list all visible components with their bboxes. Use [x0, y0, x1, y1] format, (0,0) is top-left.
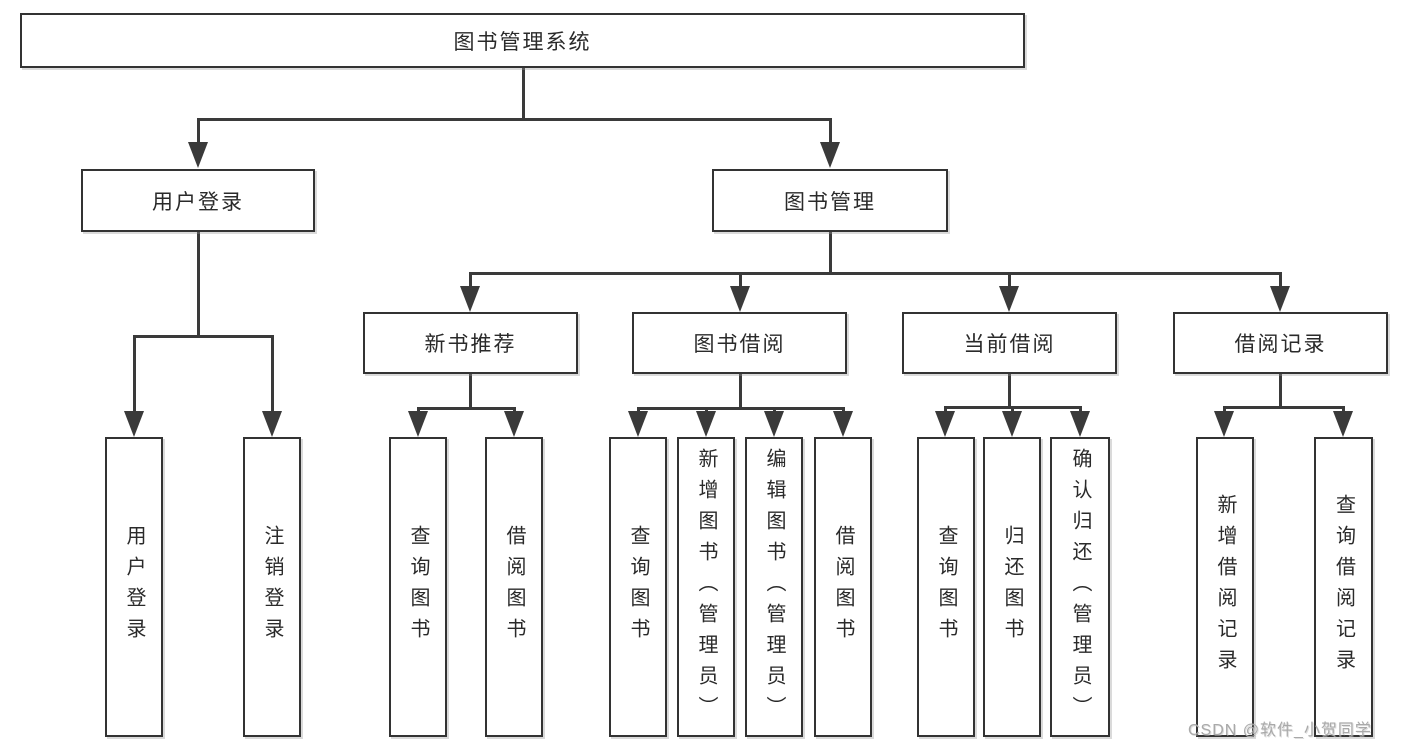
connector-recommend-rail — [417, 407, 516, 410]
node-user-login: 用户登录 — [81, 169, 315, 232]
arrow-down-icon — [764, 411, 784, 437]
arrow-down-icon — [262, 411, 282, 437]
leaf-records-query-record: 查询借阅记录 — [1314, 437, 1373, 737]
csdn-watermark: CSDN @软件_小贺同学 — [1188, 722, 1372, 739]
connector-drop-level3 — [739, 272, 742, 290]
connector-user-login-stem — [197, 232, 200, 337]
node-book-management: 图书管理 — [712, 169, 948, 232]
connector-recommend-stem — [469, 374, 472, 409]
leaf-current-query-books: 查询图书 — [917, 437, 975, 737]
connector-user-login-rail — [133, 335, 274, 338]
connector-records-rail — [1223, 406, 1345, 409]
connector-drop-user-login — [197, 118, 200, 146]
connector-drop-level3 — [469, 272, 472, 290]
connector-level3-rail — [469, 272, 1282, 275]
connector-borrowing-rail — [637, 407, 845, 410]
connector-drop-leaf — [271, 335, 274, 415]
arrow-down-icon — [1214, 411, 1234, 437]
node-book-borrowing: 图书借阅 — [632, 312, 847, 374]
node-current-borrowing: 当前借阅 — [902, 312, 1117, 374]
leaf-borrowing-edit-books: 编辑图书（管理员） — [745, 437, 803, 737]
arrow-down-icon — [1270, 286, 1290, 312]
connector-drop-leaf — [133, 335, 136, 415]
connector-records-stem — [1279, 374, 1282, 408]
arrow-down-icon — [999, 286, 1019, 312]
arrow-down-icon — [628, 411, 648, 437]
arrow-down-icon — [935, 411, 955, 437]
leaf-recommend-query-books: 查询图书 — [389, 437, 447, 737]
arrow-down-icon — [460, 286, 480, 312]
leaf-borrowing-add-books: 新增图书（管理员） — [677, 437, 735, 737]
leaf-recommend-borrow-books: 借阅图书 — [485, 437, 543, 737]
connector-drop-book-management — [829, 118, 832, 146]
node-borrowing-records: 借阅记录 — [1173, 312, 1388, 374]
leaf-borrowing-borrow-books: 借阅图书 — [814, 437, 872, 737]
connector-borrowing-stem — [739, 374, 742, 409]
arrow-down-icon — [696, 411, 716, 437]
leaf-records-add-record: 新增借阅记录 — [1196, 437, 1254, 737]
arrow-down-icon — [730, 286, 750, 312]
connector-drop-level3 — [1008, 272, 1011, 290]
connector-drop-level3 — [1279, 272, 1282, 290]
arrow-down-icon — [504, 411, 524, 437]
connector-level2-rail — [197, 118, 831, 121]
arrow-down-icon — [1070, 411, 1090, 437]
leaf-borrowing-query-books: 查询图书 — [609, 437, 667, 737]
node-new-book-recommend: 新书推荐 — [363, 312, 578, 374]
node-library-management-system: 图书管理系统 — [20, 13, 1025, 68]
connector-book-management-stem — [829, 232, 832, 274]
leaf-logout: 注销登录 — [243, 437, 301, 737]
leaf-current-return-books: 归还图书 — [983, 437, 1041, 737]
arrow-down-icon — [124, 411, 144, 437]
arrow-down-icon — [408, 411, 428, 437]
connector-current-stem — [1008, 374, 1011, 408]
connector-root-stem — [522, 68, 525, 120]
arrow-down-icon — [188, 142, 208, 168]
arrow-down-icon — [833, 411, 853, 437]
leaf-user-login: 用户登录 — [105, 437, 163, 737]
arrow-down-icon — [1002, 411, 1022, 437]
arrow-down-icon — [820, 142, 840, 168]
leaf-current-confirm-return: 确认归还（管理员） — [1050, 437, 1110, 737]
arrow-down-icon — [1333, 411, 1353, 437]
